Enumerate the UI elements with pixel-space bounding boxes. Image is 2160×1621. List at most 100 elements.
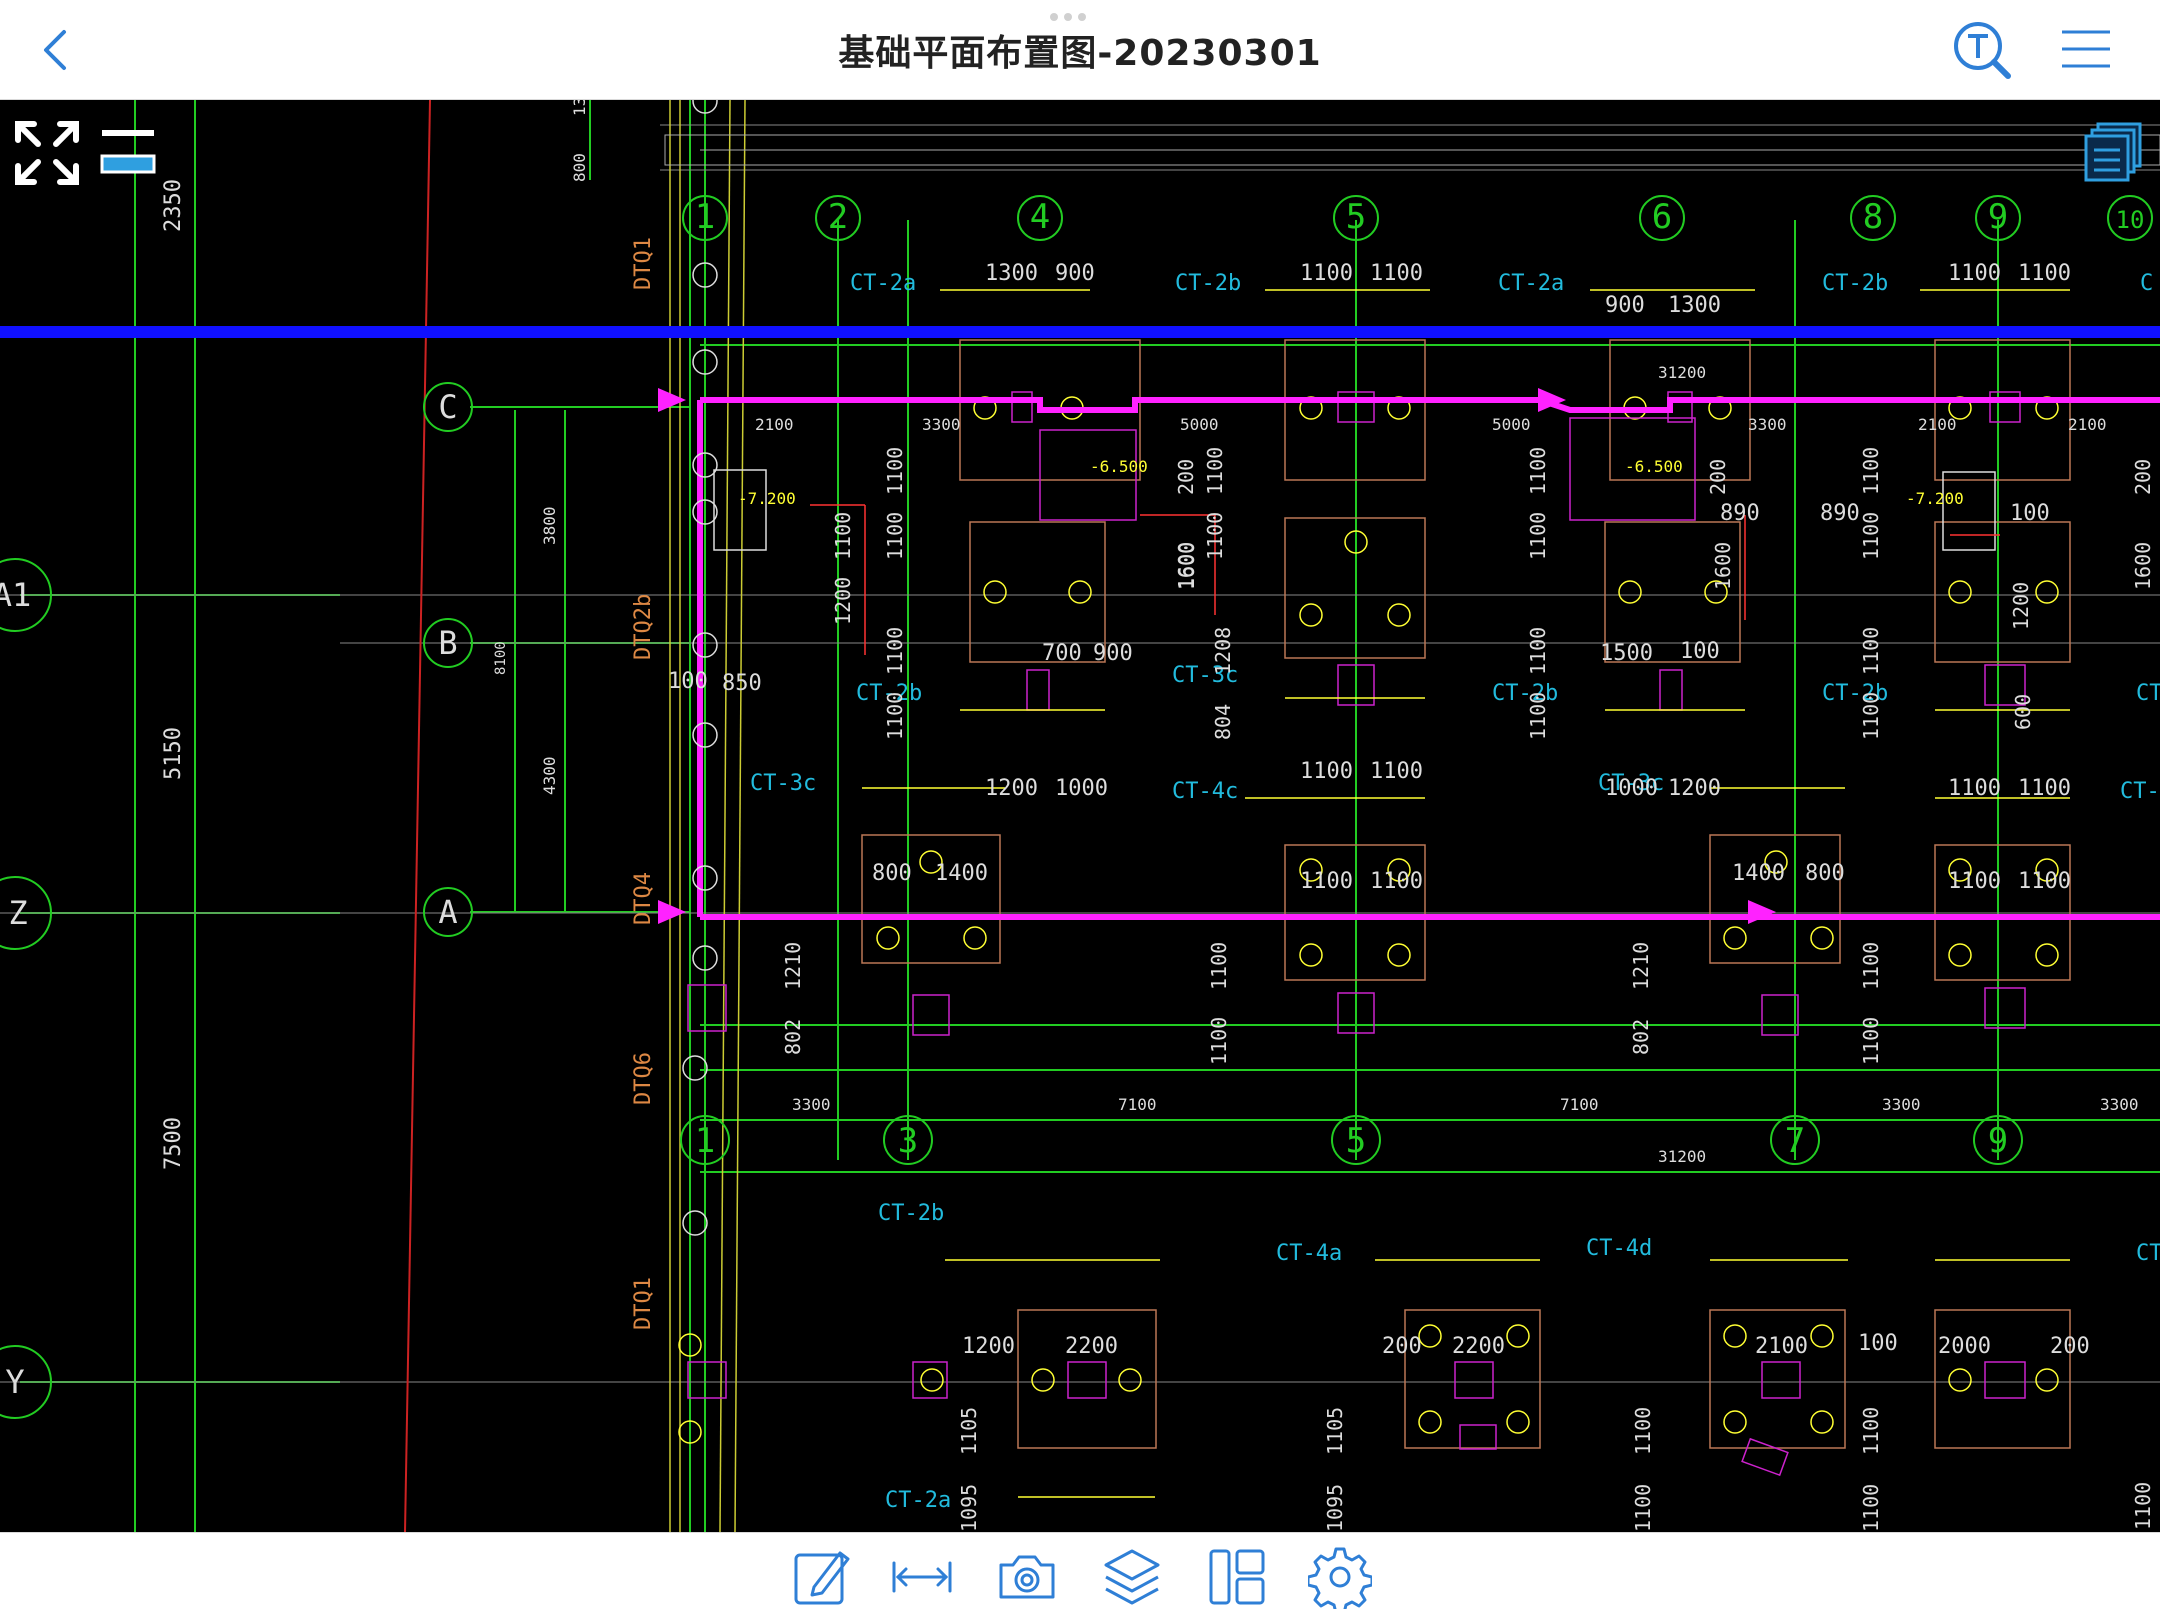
svg-text:1100: 1100 [1300, 869, 1353, 894]
svg-text:100: 100 [1858, 1331, 1898, 1356]
axis-letter: C [438, 388, 457, 426]
svg-text:1100: 1100 [883, 512, 907, 560]
fullscreen-button[interactable] [14, 120, 80, 186]
svg-text:1200: 1200 [1668, 776, 1721, 801]
cap-label: CT-2a [885, 1488, 951, 1513]
svg-text:100: 100 [668, 669, 708, 694]
svg-text:1100: 1100 [1859, 692, 1883, 740]
svg-text:1100: 1100 [2018, 776, 2071, 801]
svg-text:900: 900 [1605, 293, 1645, 318]
cap-label: CT-2b [1492, 681, 1558, 706]
svg-text:1400: 1400 [1732, 861, 1785, 886]
svg-text:1100: 1100 [831, 512, 855, 560]
menu-button[interactable] [2058, 24, 2114, 74]
svg-text:1100: 1100 [1207, 1017, 1231, 1065]
svg-text:1095: 1095 [1323, 1484, 1347, 1532]
svg-text:1100: 1100 [1300, 261, 1353, 286]
svg-text:1200: 1200 [2009, 582, 2033, 630]
top-bar: 基础平面布置图-20230301 [0, 0, 2160, 100]
drag-handle[interactable] [1050, 8, 1110, 21]
elevation-label: -6.500 [1625, 457, 1683, 476]
cap-label: CT-2b [1175, 271, 1241, 296]
cap-label: CT-2b [1822, 681, 1888, 706]
text-search-button[interactable] [1950, 18, 2014, 82]
axis-letter: A1 [0, 576, 31, 614]
axis-number: 4 [1030, 197, 1050, 237]
camera-button[interactable] [995, 1545, 1059, 1609]
svg-text:1100: 1100 [1370, 261, 1423, 286]
cap-label: CT-2b [856, 681, 922, 706]
axis-number: 8 [1863, 197, 1883, 237]
text-search-icon [1954, 22, 2011, 79]
layouts-button[interactable] [2082, 122, 2144, 184]
fullscreen-icon [15, 121, 79, 185]
svg-text:1100: 1100 [2018, 261, 2071, 286]
annotate-button[interactable] [790, 1545, 854, 1609]
svg-text:1100: 1100 [1370, 869, 1423, 894]
elevation-label: -6.500 [1090, 457, 1148, 476]
dim-text: 13 [570, 100, 589, 116]
axis-number: 10 [2116, 206, 2145, 234]
svg-text:200: 200 [1174, 459, 1198, 495]
svg-text:1100: 1100 [1631, 1484, 1655, 1532]
svg-text:800: 800 [872, 861, 912, 886]
svg-text:2100: 2100 [1755, 1334, 1808, 1359]
svg-text:200: 200 [1706, 459, 1730, 495]
page-title: 基础平面布置图-20230301 [838, 33, 1322, 74]
cap-label: C [2140, 271, 2153, 296]
svg-text:1000: 1000 [1605, 776, 1658, 801]
svg-text:1100: 1100 [1948, 776, 2001, 801]
dim-text: 2350 [161, 179, 186, 232]
svg-text:1210: 1210 [1629, 942, 1653, 990]
svg-text:3300: 3300 [2100, 1095, 2139, 1114]
bottom-toolbar [0, 1532, 2160, 1621]
dim-text: 800 [570, 153, 589, 182]
wall-tag: DTQ1 [631, 237, 656, 290]
svg-text:804: 804 [1211, 704, 1235, 740]
svg-text:900: 900 [1093, 641, 1133, 666]
svg-text:890: 890 [1820, 501, 1860, 526]
svg-text:700: 700 [1042, 641, 1082, 666]
layout-button[interactable] [1205, 1545, 1269, 1609]
svg-text:5000: 5000 [1180, 415, 1219, 434]
svg-text:1300: 1300 [985, 261, 1038, 286]
svg-text:1100: 1100 [1859, 942, 1883, 990]
svg-text:1100: 1100 [1203, 512, 1227, 560]
settings-button[interactable] [1306, 1545, 1374, 1615]
axis-number: 1 [695, 1121, 715, 1161]
line-weight-toggle[interactable] [100, 128, 156, 176]
svg-text:1210: 1210 [781, 942, 805, 990]
dim-text: 4300 [540, 756, 559, 795]
axis-number: 6 [1652, 197, 1672, 237]
drawing-canvas[interactable]: 1 3 5 7 9 1 2 4 5 6 8 9 10 C B A A1 Z Y … [0, 100, 2160, 1532]
measure-button[interactable] [890, 1545, 954, 1609]
svg-text:100: 100 [2010, 501, 2050, 526]
svg-text:1100: 1100 [883, 692, 907, 740]
dim-text: 8100 [493, 641, 509, 675]
back-button[interactable] [30, 22, 86, 78]
svg-text:1100: 1100 [1859, 1017, 1883, 1065]
svg-text:1600: 1600 [1175, 542, 1199, 590]
svg-text:200: 200 [2050, 1334, 2090, 1359]
layers-button[interactable] [1100, 1545, 1164, 1609]
svg-text:1100: 1100 [1300, 759, 1353, 784]
camera-icon [999, 1555, 1055, 1599]
elevation-label: -7.200 [738, 489, 796, 508]
svg-text:1200: 1200 [962, 1334, 1015, 1359]
svg-text:2100: 2100 [755, 415, 794, 434]
cad-drawing[interactable]: 1 3 5 7 9 1 2 4 5 6 8 9 10 C B A A1 Z Y … [0, 100, 2160, 1532]
edit-icon [794, 1551, 850, 1605]
svg-text:600: 600 [2011, 694, 2035, 730]
cap-label: CT-2b [1822, 271, 1888, 296]
svg-text:2000: 2000 [1938, 1334, 1991, 1359]
layers-icon [1104, 1549, 1160, 1605]
cap-label: CT-2b [878, 1201, 944, 1226]
svg-text:2200: 2200 [1065, 1334, 1118, 1359]
svg-text:2100: 2100 [1918, 415, 1957, 434]
cap-label: CT-2a [1498, 271, 1564, 296]
svg-text:1100: 1100 [1948, 869, 2001, 894]
axis-number: 2 [828, 197, 848, 237]
svg-text:1095: 1095 [957, 1484, 981, 1532]
svg-text:850: 850 [722, 671, 762, 696]
dim-text: 5150 [161, 727, 186, 780]
